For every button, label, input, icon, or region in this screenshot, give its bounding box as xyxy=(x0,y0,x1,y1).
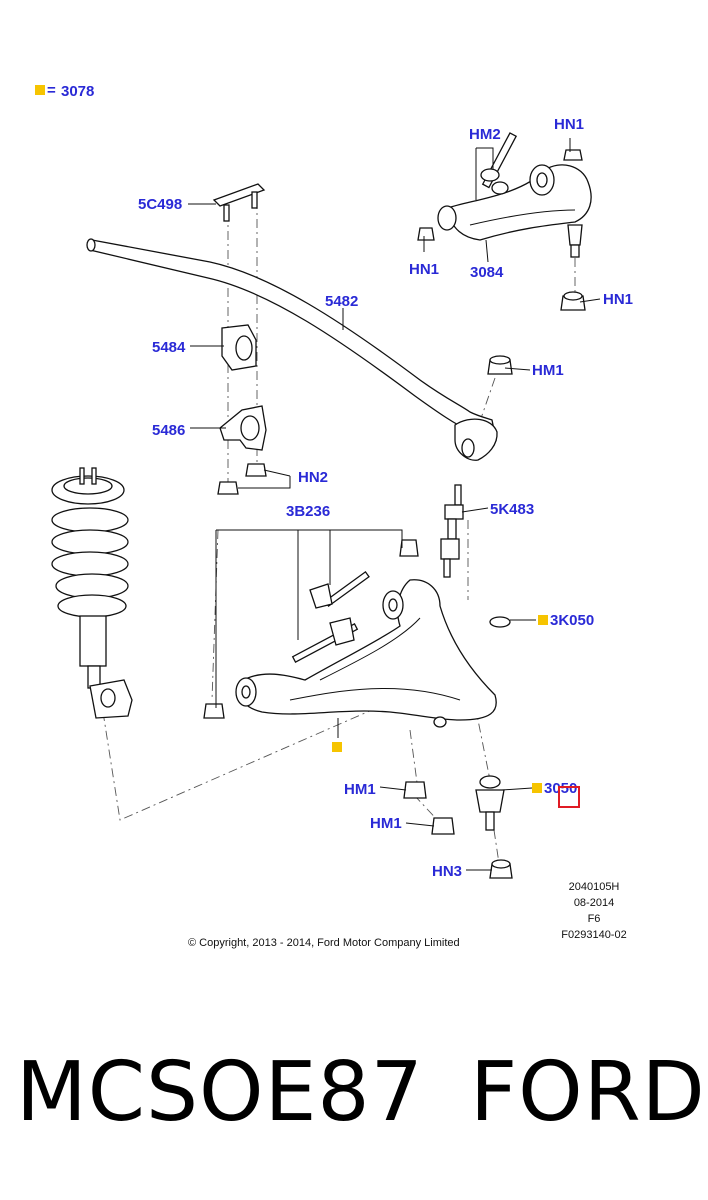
highlight-box xyxy=(558,786,580,808)
label-hm1-b: HM1 xyxy=(370,815,402,832)
label-3084: 3084 xyxy=(470,264,504,281)
label-5482: 5482 xyxy=(325,293,358,310)
upper-control-arm xyxy=(437,164,592,258)
stabilizer-bar xyxy=(86,238,498,461)
stabilizer-link xyxy=(440,484,464,578)
nut-hm1-upper xyxy=(487,355,513,375)
label-hn1-top: HN1 xyxy=(554,116,584,133)
clip-3k050 xyxy=(489,616,511,628)
label-3050: 3050 xyxy=(544,780,577,797)
nut-hn1-right xyxy=(560,291,586,311)
bolt-upper xyxy=(309,570,370,609)
suspension-exploded-diagram: = 3078 xyxy=(35,82,633,949)
ball-joint-3050 xyxy=(475,775,505,831)
nut-hn1-top xyxy=(563,149,583,161)
label-5c498: 5C498 xyxy=(138,196,182,213)
caption-brand: FORD xyxy=(470,1045,706,1140)
nut-hm1-a xyxy=(403,781,427,799)
label-5486: 5486 xyxy=(152,422,185,439)
nut-hn3 xyxy=(489,859,513,879)
meta-line4: F0293140-02 xyxy=(561,929,626,941)
legend-code: 3078 xyxy=(61,83,94,100)
label-5484: 5484 xyxy=(152,339,186,356)
bracket-5c498 xyxy=(212,183,266,222)
bolt-long xyxy=(291,617,359,663)
nut-hn1-left xyxy=(417,227,435,241)
label-3b236: 3B236 xyxy=(286,503,330,520)
upper-bolt-hm2 xyxy=(480,132,518,195)
caption: MCSOE87 FORD xyxy=(0,1045,708,1175)
stabilizer-bushing xyxy=(221,324,257,371)
label-hn1-right: HN1 xyxy=(603,291,633,308)
bracket-5486 xyxy=(219,405,267,451)
label-hn2: HN2 xyxy=(298,469,328,486)
label-hm2: HM2 xyxy=(469,126,501,143)
copyright: © Copyright, 2013 - 2014, Ford Motor Com… xyxy=(188,937,460,949)
label-hm1-a: HM1 xyxy=(344,781,376,798)
leader-lines xyxy=(188,138,601,871)
label-hn3: HN3 xyxy=(432,863,462,880)
marker-3k050 xyxy=(538,615,548,625)
nuts-hn2 xyxy=(217,463,267,495)
label-5k483: 5K483 xyxy=(490,501,534,518)
nut-hm1-b xyxy=(431,817,455,835)
label-hn1-left: HN1 xyxy=(409,261,439,278)
lower-control-arm xyxy=(235,579,497,728)
legend-marker xyxy=(35,85,45,95)
marker-3050 xyxy=(532,783,542,793)
meta-line1: 2040105H xyxy=(569,881,620,893)
coil-over-strut xyxy=(51,467,133,719)
marker-arm xyxy=(332,742,342,752)
caption-code: MCSOE87 xyxy=(16,1045,424,1140)
label-hm1-upper: HM1 xyxy=(532,362,564,379)
label-3k050: 3K050 xyxy=(550,612,594,629)
meta-line3: F6 xyxy=(588,913,601,925)
nut-3b236-top xyxy=(399,539,419,557)
nut-3b236-left xyxy=(203,703,225,719)
meta-line2: 08-2014 xyxy=(574,897,614,909)
legend-eq: = xyxy=(47,82,56,99)
